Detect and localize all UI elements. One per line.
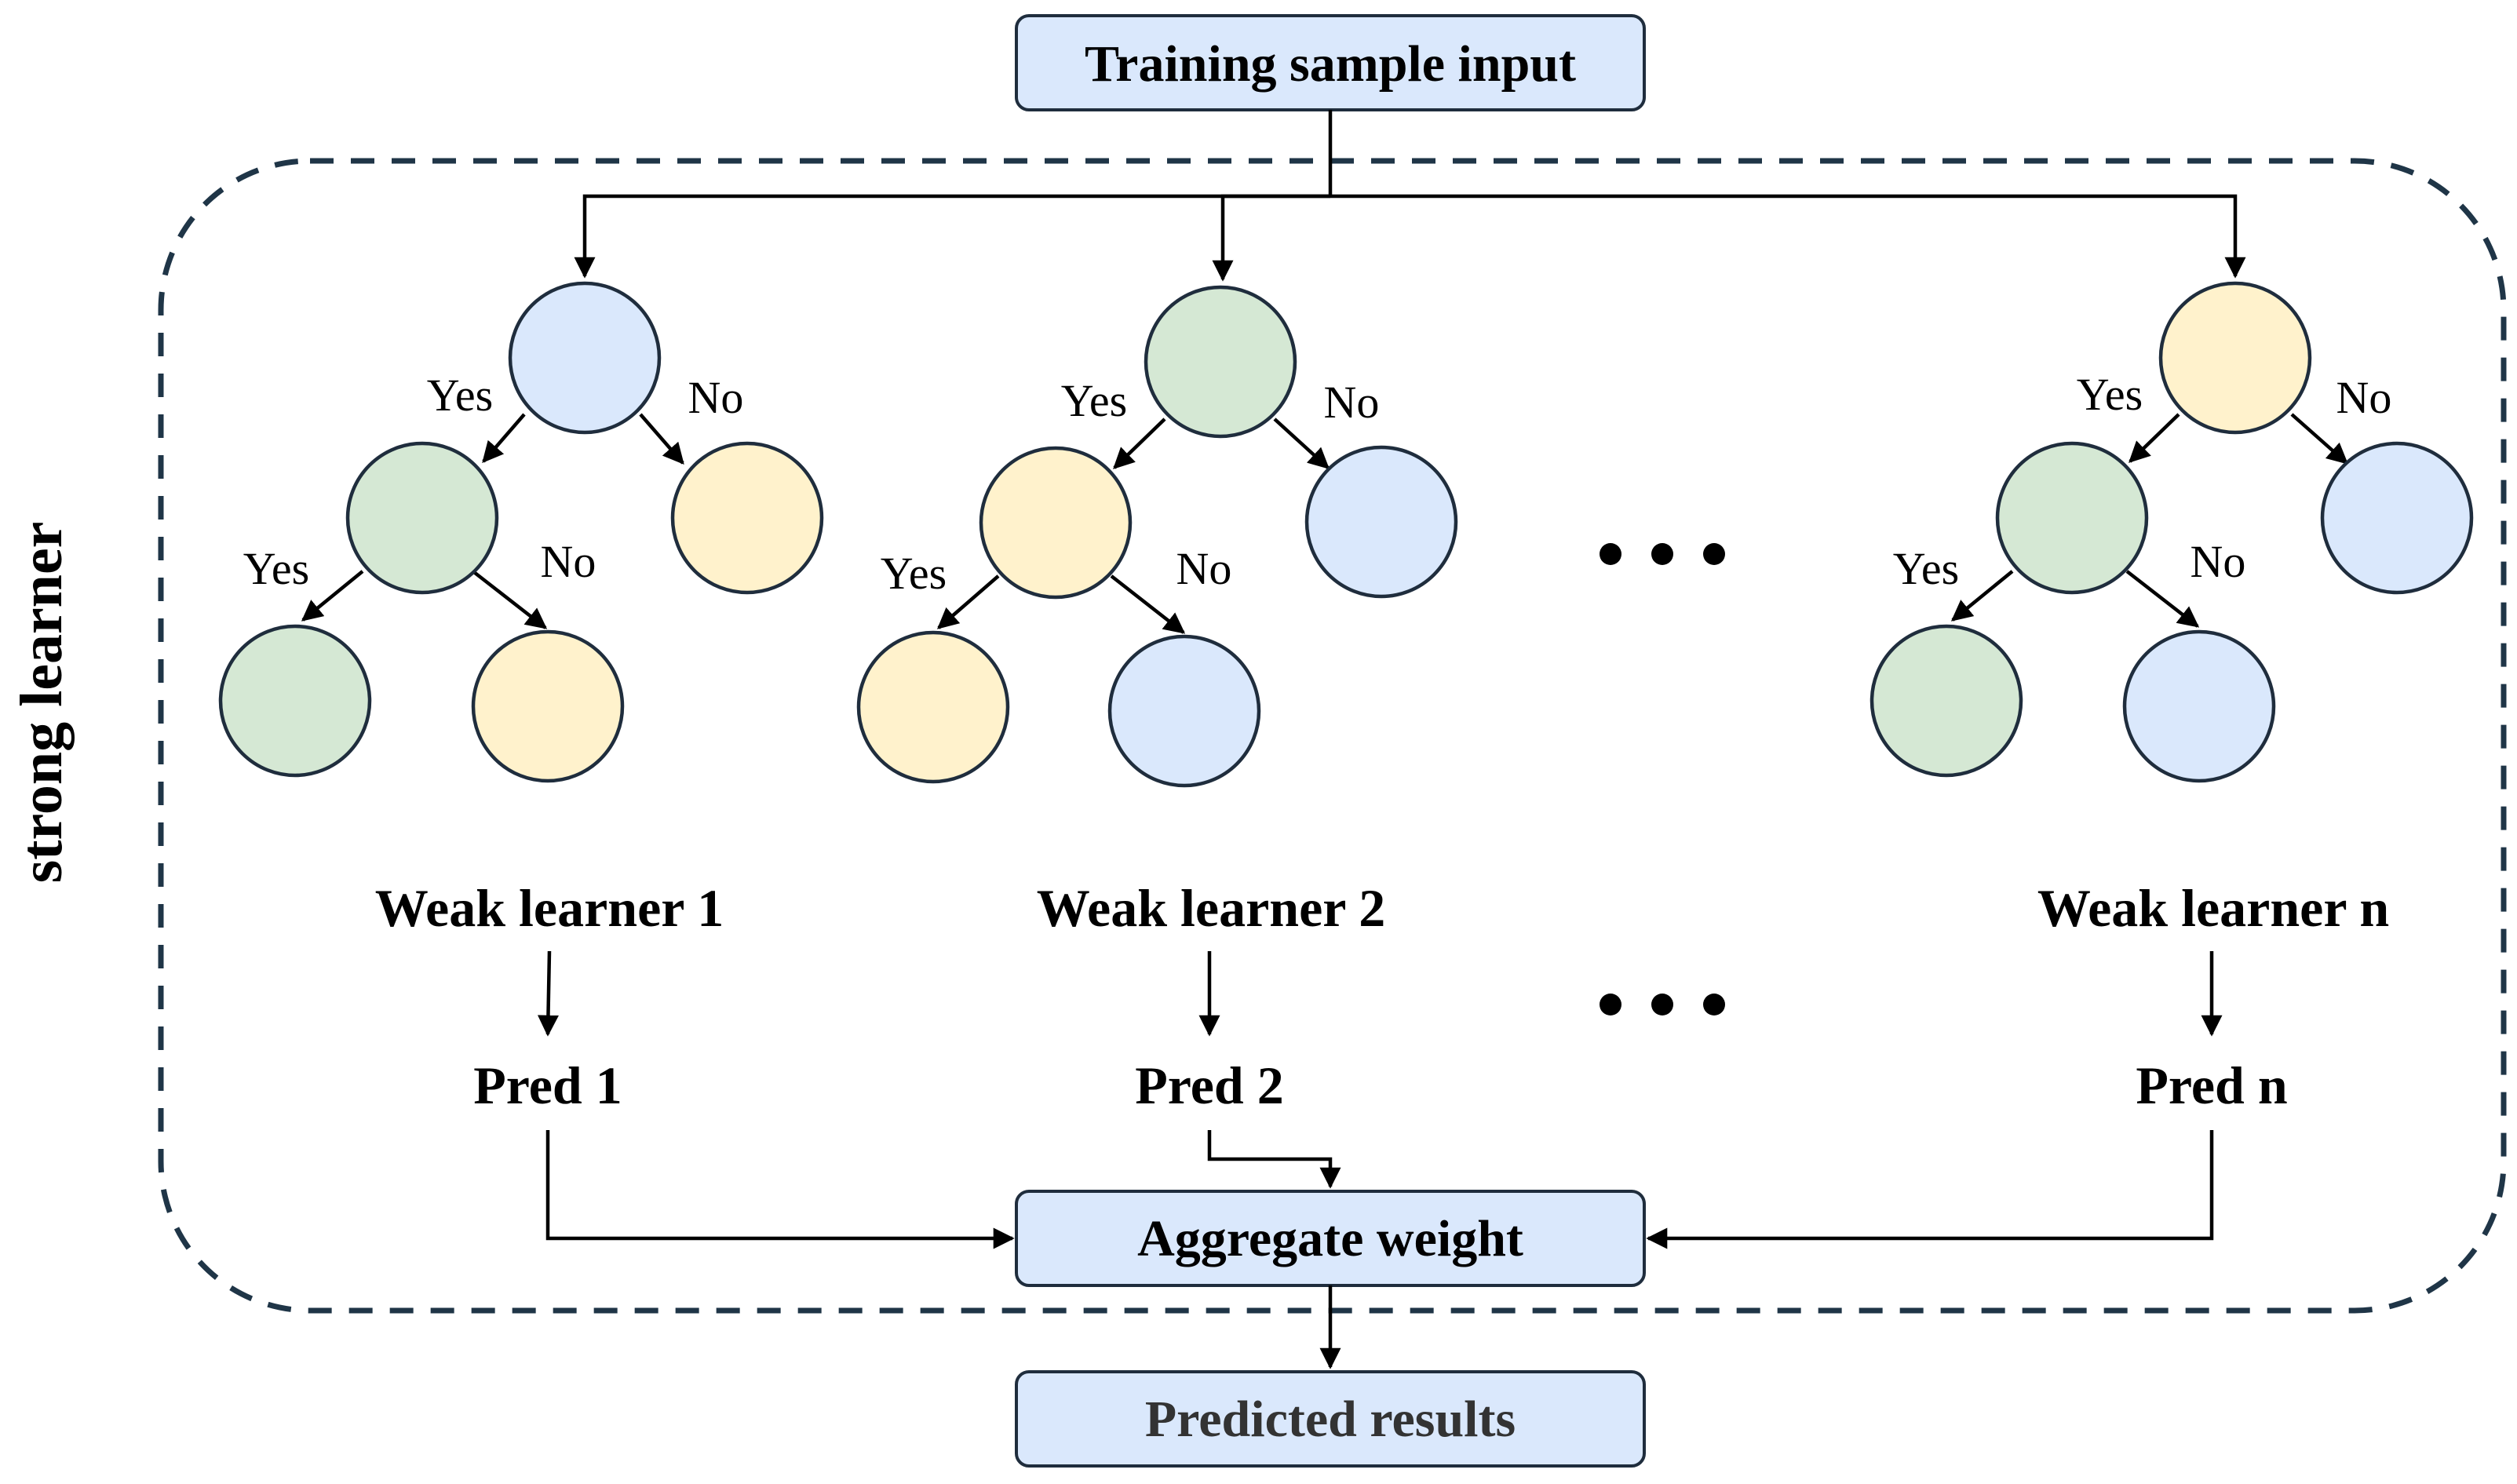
tree-2-left-node (979, 446, 1133, 600)
aggregate-weight-box: Aggregate weight (1015, 1190, 1646, 1287)
tree-2-root-yes-label: Yes (1061, 375, 1127, 426)
pred-1-label: Pred 1 (473, 1056, 622, 1115)
tree-2-left-left-leaf (856, 630, 1010, 784)
tree-n-root-no-label: No (2336, 372, 2392, 423)
tree-2-root-node (1144, 285, 1297, 439)
tree-2-child-no-label: No (1176, 543, 1232, 594)
tree-n-root-node (2158, 281, 2312, 435)
pred-2-label: Pred 2 (1135, 1056, 1284, 1115)
tree-n-right-node (2320, 441, 2474, 595)
strong-learner-label: strong learner (9, 522, 75, 884)
tree-1: Yes No Yes No (218, 281, 824, 783)
tree-1-child-yes-label: Yes (243, 543, 309, 594)
weak-learner-2-label: Weak learner 2 (1037, 878, 1385, 938)
tree-n-left-right-leaf (2122, 629, 2276, 783)
tree-n-child-yes-label: Yes (1893, 543, 1959, 594)
tree-n: Yes No Yes No (1870, 281, 2474, 783)
pred-ellipsis (1600, 994, 1725, 1015)
tree-n-child-no-label: No (2191, 536, 2246, 587)
weak-learner-n-label: Weak learner n (2037, 878, 2389, 938)
tree-1-left-node (345, 441, 499, 595)
tree-2-root-no-label: No (1324, 377, 1380, 428)
strong-learner-frame (158, 158, 2507, 1314)
tree-2-left-right-leaf (1107, 634, 1261, 788)
tree-2-child-yes-label: Yes (881, 548, 947, 599)
predicted-results-box: Predicted results (1015, 1370, 1646, 1468)
training-sample-label: Training sample input (1085, 35, 1576, 93)
pred-to-aggregate-edges (545, 1130, 2214, 1249)
training-sample-box: Training sample input (1015, 14, 1646, 111)
tree-n-left-node (1995, 441, 2149, 595)
tree-1-child-no-label: No (541, 536, 596, 587)
tree-ellipsis (1600, 543, 1725, 565)
pred-n-label: Pred n (2136, 1056, 2287, 1115)
tree-1-root-node (508, 281, 662, 435)
tree-2-right-node (1304, 445, 1458, 599)
distribution-edges (574, 110, 2246, 282)
learner-to-pred-arrows (537, 950, 2223, 1037)
tree-1-left-left-leaf (218, 624, 372, 778)
tree-1-left-right-leaf (471, 629, 625, 783)
tree-1-root-yes-label: Yes (427, 370, 493, 421)
tree-2: Yes No Yes No (856, 285, 1458, 788)
tree-1-root-no-label: No (688, 372, 744, 423)
tree-n-left-left-leaf (1870, 624, 2023, 778)
tree-n-root-yes-label: Yes (2077, 369, 2143, 420)
predicted-results-label: Predicted results (1145, 1391, 1516, 1448)
tree-1-right-node (670, 441, 824, 595)
weak-learner-1-label: Weak learner 1 (375, 878, 724, 938)
aggregate-weight-label: Aggregate weight (1137, 1210, 1523, 1267)
